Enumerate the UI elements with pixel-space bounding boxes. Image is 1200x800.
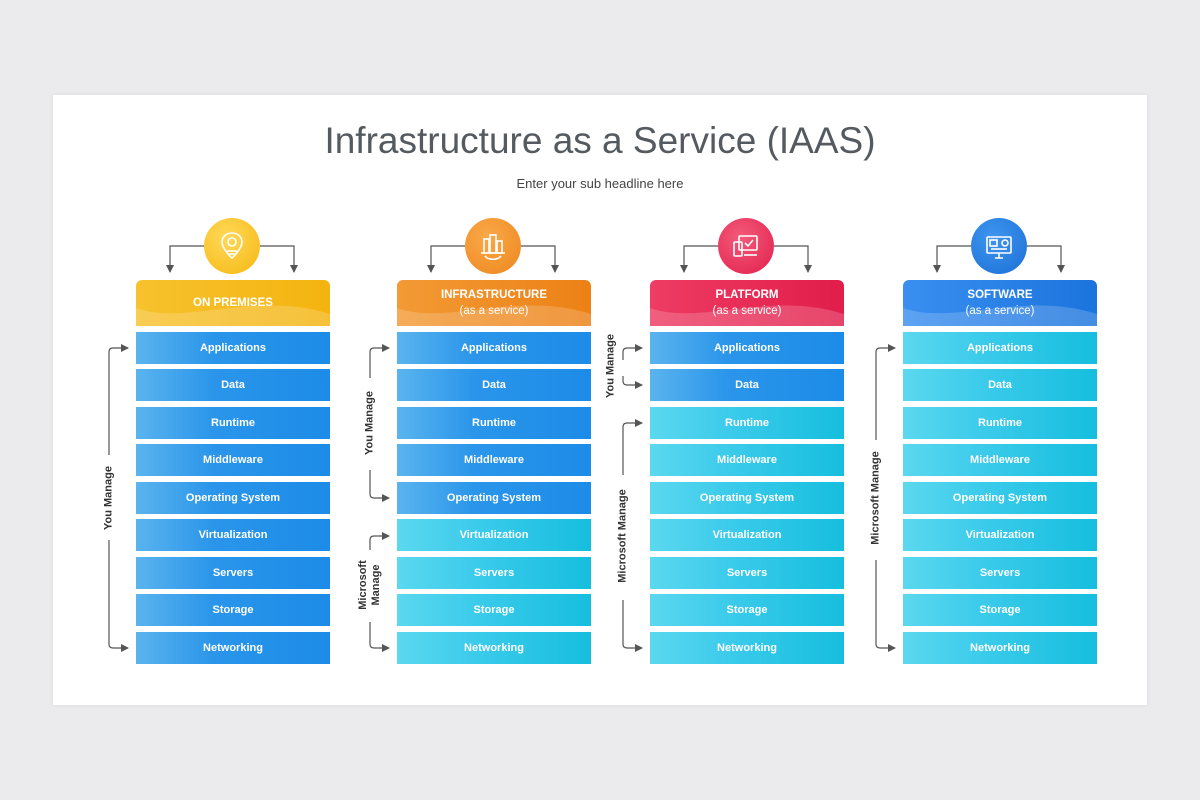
- stack-row: Servers: [136, 557, 330, 589]
- stack-row: Runtime: [903, 407, 1097, 439]
- column-subtitle: (as a service): [965, 305, 1035, 317]
- stack-row: Operating System: [650, 482, 844, 514]
- location-pin-icon: [204, 218, 260, 274]
- stack-row: Middleware: [903, 444, 1097, 476]
- microsoft-manage-line1: Microsoft: [357, 560, 369, 610]
- stack-row: Data: [903, 369, 1097, 401]
- you-manage-label: You Manage: [102, 466, 115, 530]
- stack-row: Operating System: [397, 482, 591, 514]
- stack-row: Data: [136, 369, 330, 401]
- stack-row: Runtime: [397, 407, 591, 439]
- stack-row: Operating System: [903, 482, 1097, 514]
- stack-row: Virtualization: [136, 519, 330, 551]
- microsoft-manage-line2: Manage: [370, 564, 382, 606]
- column-subtitle: (as a service): [712, 305, 782, 317]
- stack-row: Applications: [903, 332, 1097, 364]
- column-title: INFRASTRUCTURE: [440, 289, 548, 301]
- stack-row: Storage: [136, 594, 330, 626]
- stack-row: Middleware: [136, 444, 330, 476]
- stack-row: Applications: [397, 332, 591, 364]
- stack-row: Applications: [136, 332, 330, 364]
- stack-row: Virtualization: [650, 519, 844, 551]
- column-subtitle: (as a service): [459, 305, 529, 317]
- column-header-software: SOFTWARE (as a service): [903, 280, 1097, 326]
- stack-row: Virtualization: [397, 519, 591, 551]
- stack-row: Data: [650, 369, 844, 401]
- stack-row: Networking: [650, 632, 844, 664]
- page-title: Infrastructure as a Service (IAAS): [324, 120, 876, 161]
- stack-row: Middleware: [650, 444, 844, 476]
- city-gear-icon: [465, 218, 521, 274]
- stack-row: Storage: [397, 594, 591, 626]
- stack-row: Runtime: [136, 407, 330, 439]
- column-header-infrastructure: INFRASTRUCTURE (as a service): [397, 280, 591, 326]
- microsoft-manage-label: Microsoft Manage: [869, 451, 882, 545]
- page-subtitle: Enter your sub headline here: [516, 176, 684, 191]
- stack-row: Applications: [650, 332, 844, 364]
- column-title: SOFTWARE: [967, 289, 1033, 301]
- stack-row: Storage: [903, 594, 1097, 626]
- stack-row: Data: [397, 369, 591, 401]
- stack-row: Networking: [397, 632, 591, 664]
- stack-row: Networking: [903, 632, 1097, 664]
- column-title: PLATFORM: [715, 289, 779, 301]
- stack-row: Networking: [136, 632, 330, 664]
- microsoft-manage-label: Microsoft Manage: [357, 560, 383, 610]
- stack-row: Servers: [397, 557, 591, 589]
- column-title: ON PREMISES: [193, 297, 273, 309]
- column-header-on-premises: ON PREMISES: [136, 280, 330, 326]
- stack-row: Storage: [650, 594, 844, 626]
- you-manage-label: You Manage: [363, 391, 376, 455]
- devices-icon: [718, 218, 774, 274]
- stack-row: Runtime: [650, 407, 844, 439]
- stack-row: Middleware: [397, 444, 591, 476]
- column-header-platform: PLATFORM (as a service): [650, 280, 844, 326]
- stack-row: Virtualization: [903, 519, 1097, 551]
- monitor-ai-icon: [971, 218, 1027, 274]
- microsoft-manage-label: Microsoft Manage: [616, 489, 629, 583]
- you-manage-label: You Manage: [604, 334, 617, 398]
- stack-row: Servers: [650, 557, 844, 589]
- stack-row: Operating System: [136, 482, 330, 514]
- stack-row: Servers: [903, 557, 1097, 589]
